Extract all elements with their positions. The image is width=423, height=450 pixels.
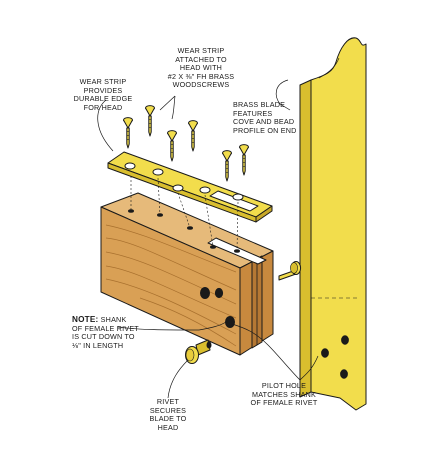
callout-note: NOTE: SHANK OF FEMALE RIVET IS CUT DOWN … <box>72 315 164 350</box>
brass-screw <box>123 105 249 182</box>
callout-brass-blade: BRASS BLADE FEATURES COVE AND BEAD PROFI… <box>233 100 297 135</box>
note-heading: NOTE: <box>72 315 99 324</box>
brass-blade <box>299 37 367 411</box>
female-rivet <box>185 339 212 364</box>
leader-lines <box>97 79 319 399</box>
callout-rivet: RIVET SECURES BLADE TO HEAD <box>149 397 187 432</box>
callout-pilot-hole: PILOT HOLE MATCHES SHANK OF FEMALE RIVET <box>250 381 318 408</box>
wear-strip <box>107 151 273 223</box>
pilot-hole <box>321 335 349 379</box>
callout-wear-strip-attached: WEAR STRIP ATTACHED TO HEAD WITH #2 x ⅜"… <box>167 46 235 90</box>
male-rivet <box>278 261 302 281</box>
callout-wear-strip-edge: WEAR STRIP PROVIDES DURABLE EDGE FOR HEA… <box>73 77 133 112</box>
alignment-lines <box>130 176 239 252</box>
note-body: SHANK OF FEMALE RIVET IS CUT DOWN TO ⅛" … <box>72 315 139 350</box>
wood-head-block <box>100 192 274 356</box>
